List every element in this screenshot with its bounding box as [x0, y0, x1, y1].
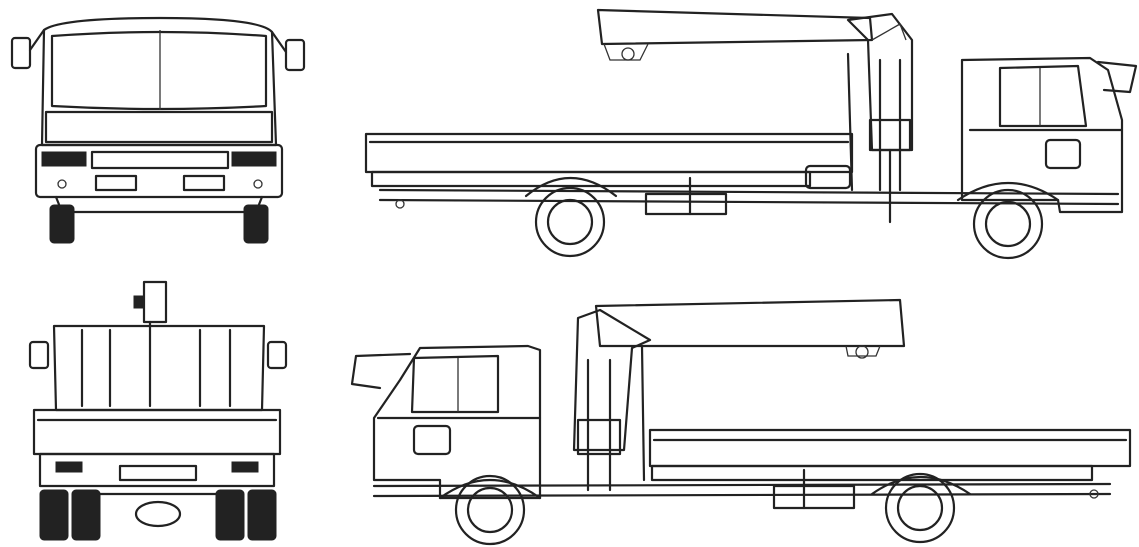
right-side-view [364, 8, 1138, 260]
left-side-view [350, 298, 1132, 546]
rear-view [28, 280, 288, 541]
front-view [10, 16, 306, 244]
